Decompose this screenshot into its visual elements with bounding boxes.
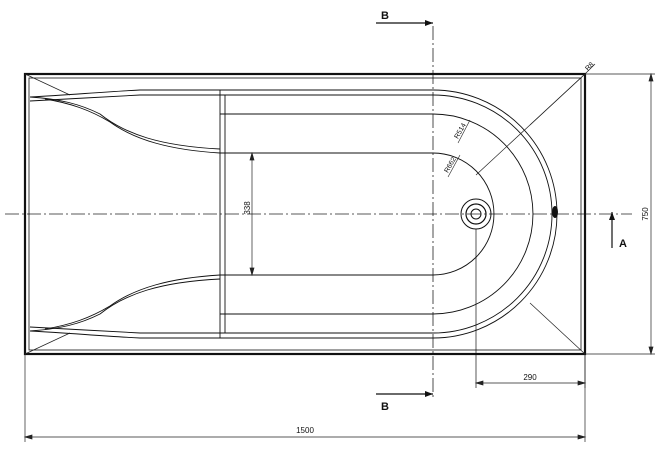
view-a-label: A — [619, 238, 627, 250]
dimension-overall-width — [585, 72, 655, 356]
drain-hole — [470, 208, 482, 220]
section-b-top-label: B — [381, 10, 389, 22]
dimension-drain-offset — [474, 354, 587, 388]
centerlines — [5, 26, 632, 398]
view-a-arrow — [609, 212, 615, 248]
section-b-top-marker — [376, 20, 433, 26]
corner-radius-label: R8 — [584, 61, 595, 72]
drain — [460, 198, 492, 388]
overall-length-label: 1500 — [296, 426, 314, 435]
section-b-bottom-label: B — [381, 401, 389, 413]
leader-lines — [475, 73, 586, 176]
section-b-bottom-marker — [376, 391, 433, 397]
dimension-overall-length — [23, 354, 587, 442]
inner-rim — [28, 77, 582, 351]
inner-width-label: 338 — [243, 201, 252, 215]
corner-lines — [24, 63, 596, 355]
overflow-outlet — [552, 206, 558, 218]
drain-offset-label: 290 — [523, 373, 537, 382]
tub-outline — [23, 72, 587, 356]
drain-inner-ring — [465, 203, 487, 225]
overall-width-label: 750 — [641, 207, 650, 221]
dimension-inner-width — [249, 151, 255, 277]
outer-rim — [23, 72, 587, 356]
